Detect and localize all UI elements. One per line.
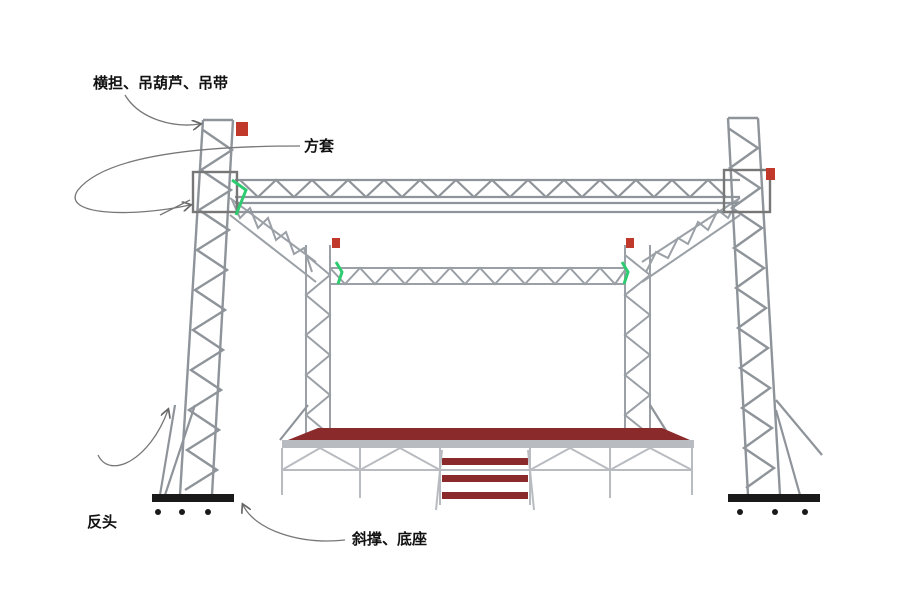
label-brace-base: 斜撑、底座: [352, 530, 428, 548]
right-side-truss: [641, 197, 741, 283]
stage-steps: [435, 449, 535, 511]
back-left-tower: [304, 245, 332, 438]
lifting-straps: [231, 178, 630, 285]
left-side-truss: [229, 197, 317, 283]
arrow-outrigger: [97, 410, 168, 467]
label-outrigger: 反头: [87, 513, 118, 531]
front-horizontal-truss: [235, 178, 740, 214]
hoist-front-right: [766, 168, 775, 180]
back-horizontal-truss: [329, 266, 626, 286]
label-hoist-crossbar: 横担、吊葫芦、吊带: [93, 74, 229, 92]
stage-deck: [288, 428, 690, 440]
annotation-arrows: [74, 94, 346, 542]
arrow-sleeve: [74, 145, 301, 214]
stage-platform: [281, 428, 694, 511]
arrow-sleeve-2: [159, 199, 191, 216]
hoist-back-left: [332, 238, 340, 248]
front-left-tower: [178, 118, 239, 496]
hoist-back-right: [626, 238, 634, 248]
outriggers: [158, 399, 823, 496]
front-right-tower: [722, 116, 782, 496]
hoist-front-left: [236, 122, 248, 136]
chain-hoists: [236, 122, 775, 248]
label-square-sleeve: 方套: [304, 137, 335, 155]
arrow-brace: [243, 505, 346, 542]
tower-bases: [152, 494, 820, 515]
arrow-hoist: [124, 94, 200, 125]
